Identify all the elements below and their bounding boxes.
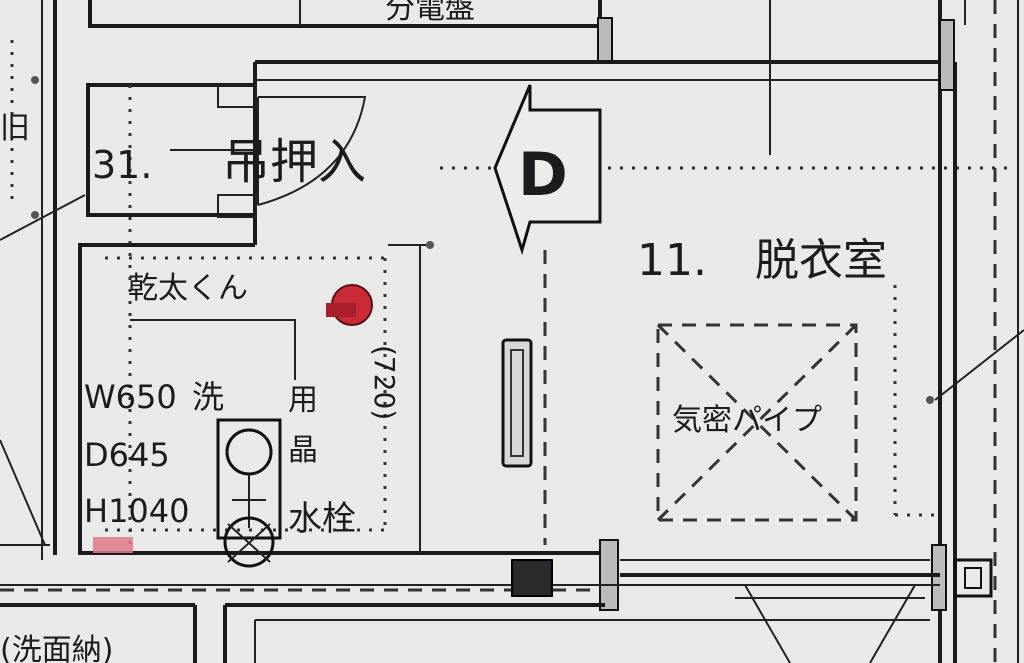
vent-box: 気密パイプ	[656, 323, 858, 522]
closet-name: 吊押入	[222, 134, 366, 190]
faucet-symbol	[216, 418, 282, 568]
room-name: 脱衣室	[755, 235, 887, 286]
door-mark: D	[518, 140, 568, 210]
dimension-label: (720)	[368, 345, 401, 420]
top-room: 分電盤	[88, 0, 613, 63]
left-walls: 旧	[0, 0, 86, 560]
mount-label-1: 用	[288, 383, 318, 418]
bottom-partial-label: (洗面納)	[0, 633, 113, 663]
dryer-label: 乾太くん	[128, 271, 248, 306]
room-number: 11.	[637, 235, 707, 286]
door-marker: D	[493, 84, 602, 256]
pink-marker	[93, 537, 133, 553]
washer-height: H1040	[84, 492, 190, 530]
washer-depth: D645	[84, 436, 170, 474]
room-11-walls	[769, 0, 1024, 663]
vent-label: 気密パイプ	[672, 403, 822, 438]
svg-text:旧: 旧	[0, 111, 30, 146]
laundry-walls	[0, 243, 940, 611]
closet-number: 31.	[92, 143, 152, 187]
washer-kanji: 洗	[192, 378, 224, 416]
washer-width: W650	[84, 378, 177, 416]
red-fixture	[326, 284, 373, 326]
dimension: (720)	[368, 241, 434, 553]
bottom-area: (洗面納)	[0, 584, 930, 663]
top-partial-label: 分電盤	[385, 0, 475, 26]
faucet-label: 水栓	[288, 499, 356, 539]
wall-bar	[501, 338, 533, 468]
mount-label-2: 晶	[288, 433, 318, 468]
leader-line	[130, 319, 296, 380]
closet-31: 31. 吊押入	[86, 60, 945, 550]
